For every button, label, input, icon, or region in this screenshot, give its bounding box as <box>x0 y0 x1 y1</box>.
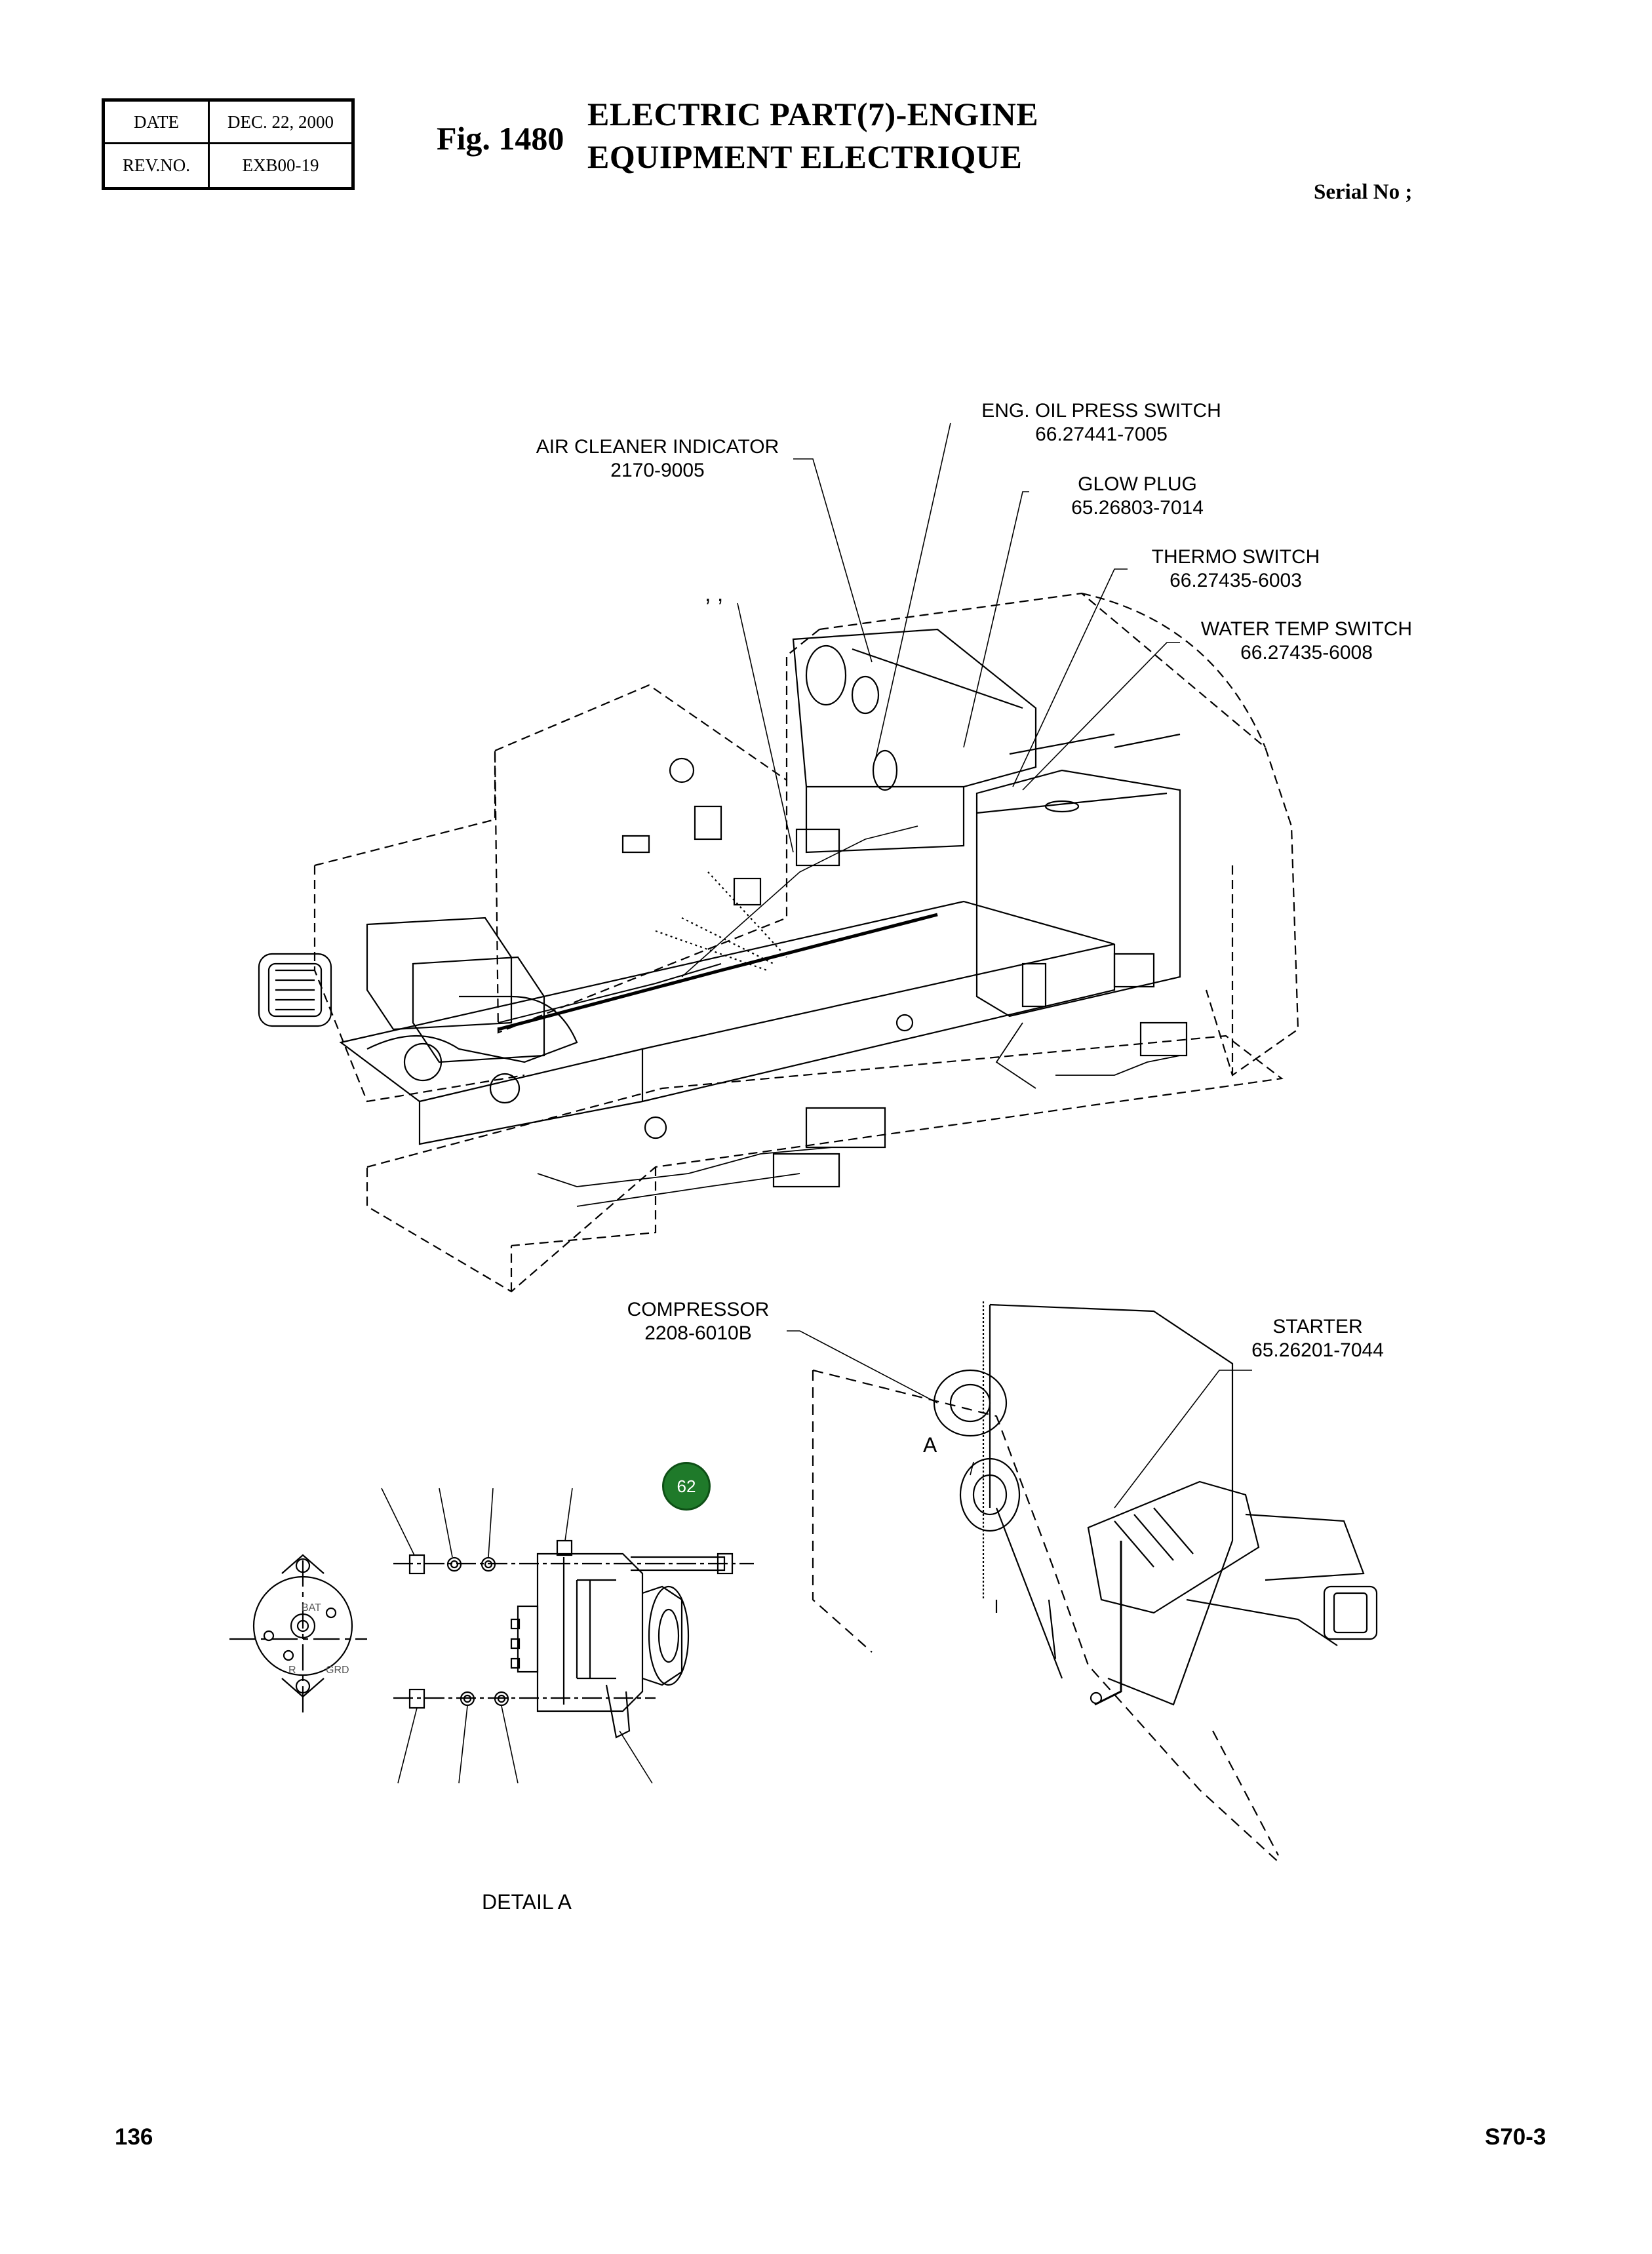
serial-number-label: Serial No ; <box>1314 180 1413 204</box>
frame-rail <box>339 900 1115 1103</box>
rev-label: REV.NO. <box>105 144 210 187</box>
left-housing <box>494 684 788 1034</box>
date-value: DEC. 22, 2000 <box>227 111 334 132</box>
callout-glow-plug-name: GLOW PLUG <box>1078 473 1197 495</box>
callout-air-cleaner-part: 2170-9005 <box>610 460 705 481</box>
item-number-badge[interactable]: 62 <box>662 1462 711 1511</box>
alternator-side-view <box>536 1552 644 1712</box>
base-frame <box>366 1035 1284 1293</box>
callout-air-cleaner-indicator: AIR CLEANER INDICATOR 2170-9005 <box>520 435 795 483</box>
callout-thermo-name: THERMO SWITCH <box>1151 546 1320 568</box>
compressor-pulley <box>933 1369 1008 1437</box>
page-title: ELECTRIC PART(7)-ENGINE <box>587 96 1039 132</box>
battery-box-right <box>412 956 545 1063</box>
model-code: S70-3 <box>1485 2124 1546 2150</box>
callout-glow-plug-part: 65.26803-7014 <box>1071 497 1204 519</box>
figure-number: Fig. 1480 <box>437 120 564 157</box>
callout-starter-name: STARTER <box>1272 1316 1363 1337</box>
callout-eng-oil-press-switch: ENG. OIL PRESS SWITCH 66.27441-7005 <box>964 399 1239 446</box>
callout-starter-part: 65.26201-7044 <box>1251 1339 1384 1361</box>
engine-block <box>792 628 1037 788</box>
terminal-bat-label: BAT <box>302 1602 321 1613</box>
detail-a-title: DETAIL A <box>482 1890 572 1914</box>
callout-thermo-switch: THERMO SWITCH 66.27435-6003 <box>1137 545 1334 593</box>
terminal-grd-label: GRD <box>326 1665 349 1676</box>
rev-row: REV.NO. EXB00-19 <box>105 144 351 187</box>
terminal-r-label: R <box>288 1665 296 1676</box>
detail-a-drawing <box>229 1488 754 1784</box>
callout-oil-press-part: 66.27441-7005 <box>1035 424 1168 445</box>
callout-glow-plug: GLOW PLUG 65.26803-7014 <box>1039 473 1236 520</box>
callout-oil-press-name: ENG. OIL PRESS SWITCH <box>981 400 1221 422</box>
date-label: DATE <box>105 102 210 142</box>
alternator-end-view <box>252 1575 353 1676</box>
radiator <box>975 769 1181 1018</box>
alternator-view <box>959 1457 1021 1532</box>
callout-compressor: COMPRESSOR 2208-6010B <box>610 1298 787 1345</box>
battery-box-left <box>366 917 513 1031</box>
callout-compressor-part: 2208-6010B <box>644 1322 752 1344</box>
rev-value: EXB00-19 <box>242 155 319 175</box>
callout-starter: STARTER 65.26201-7044 <box>1229 1315 1406 1362</box>
detail-a-marker: A <box>923 1433 937 1457</box>
page-subtitle: EQUIPMENT ELECTRIQUE <box>587 138 1023 175</box>
callout-water-temp-name: WATER TEMP SWITCH <box>1200 618 1413 640</box>
stray-marks: , , <box>705 582 724 606</box>
callout-water-temp-part: 66.27435-6008 <box>1240 642 1373 663</box>
callout-compressor-name: COMPRESSOR <box>627 1299 770 1320</box>
callout-thermo-part: 66.27435-6003 <box>1170 570 1302 591</box>
page-number: 136 <box>115 2124 153 2150</box>
air-cleaner-box <box>258 953 332 1027</box>
wiring-harness <box>498 913 938 1031</box>
callout-air-cleaner-name: AIR CLEANER INDICATOR <box>536 436 779 458</box>
revision-table: DATE DEC. 22, 2000 REV.NO. EXB00-19 <box>102 98 355 190</box>
engine-housing-detail <box>812 1369 1279 1863</box>
starter-motor <box>1087 1480 1260 1614</box>
date-row: DATE DEC. 22, 2000 <box>105 102 351 144</box>
callout-water-temp-switch: WATER TEMP SWITCH 66.27435-6008 <box>1182 618 1431 665</box>
